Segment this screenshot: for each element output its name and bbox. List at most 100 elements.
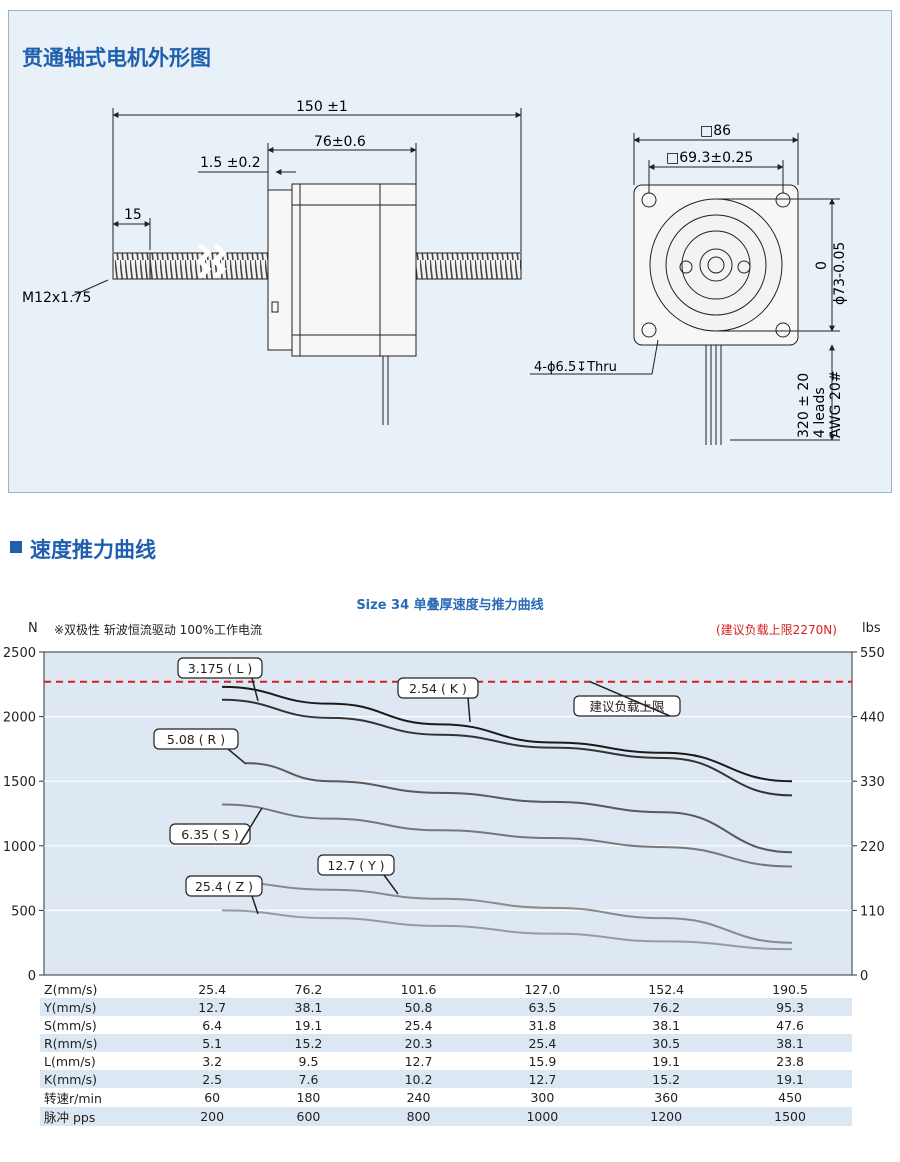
right-axis-unit: lbs xyxy=(862,621,881,636)
left-tick-label: 2500 xyxy=(3,646,36,661)
dim-bolt-square: □69.3±0.25 xyxy=(666,150,753,166)
table-cell: 12.7 xyxy=(404,1053,433,1069)
table-cell: 800 xyxy=(356,1107,481,1126)
row-label: S(mm/s) xyxy=(44,1017,97,1033)
callout-R-leader xyxy=(227,748,247,765)
row-label: 脉冲 pps xyxy=(40,1107,164,1126)
table-cell: 9.5 xyxy=(298,1053,319,1069)
left-tick-label: 1500 xyxy=(3,775,36,790)
table-cell: 6.4 xyxy=(202,1017,223,1033)
series-line xyxy=(221,685,793,783)
table-cell: 1000 xyxy=(480,1107,605,1126)
callout-S-text: 6.35 ( S ) xyxy=(181,827,238,842)
drawing-title: 贯通轴式电机外形图 xyxy=(22,46,211,70)
table-cell: 10.2 xyxy=(356,1070,481,1088)
dim-lead-length: 320 ± 20 xyxy=(796,373,812,438)
drive-note: ※双极性 斩波恒流驱动 100%工作电流 xyxy=(54,623,262,637)
dim-square: □86 xyxy=(700,123,731,139)
table-cell: 200 xyxy=(164,1107,261,1126)
callout-L-leader xyxy=(251,677,259,702)
right-tick-label: 550 xyxy=(860,646,885,661)
table-cell: 25.4 xyxy=(404,1017,433,1033)
table-row: Z(mm/s) 25.4 76.2 101.6 127.0 152.4 190.5 xyxy=(40,980,852,998)
table-cell: 5.1 xyxy=(164,1034,261,1052)
callout-K-box xyxy=(397,677,479,699)
row-label: Z(mm/s) xyxy=(44,981,98,997)
dim-pilot-zero: 0 xyxy=(814,261,830,270)
table-cell: 25.4 xyxy=(198,981,227,997)
left-tick-label: 500 xyxy=(11,904,36,919)
left-tick-label: 0 xyxy=(28,969,36,980)
table-cell: 152.4 xyxy=(648,981,685,997)
left-tick-label: 2000 xyxy=(3,711,36,726)
row-label: Y(mm/s) xyxy=(40,998,164,1016)
table-cell: 7.6 xyxy=(260,1070,357,1088)
series-line xyxy=(221,803,793,868)
table-cell: 1200 xyxy=(604,1107,729,1126)
table-cell: 19.1 xyxy=(652,1053,681,1069)
dim-awg: AWG 20# xyxy=(828,371,844,439)
right-tick-label: 440 xyxy=(860,711,885,726)
table-cell: 38.1 xyxy=(260,998,357,1016)
callout-S-leader xyxy=(239,807,263,845)
dim-thread-length: 15 xyxy=(124,207,142,223)
table-cell: 360 xyxy=(654,1090,679,1105)
callout-Y-text: 12.7 ( Y ) xyxy=(327,858,384,873)
table-cell: 15.2 xyxy=(260,1034,357,1052)
callout-K-text: 2.54 ( K ) xyxy=(409,681,467,696)
callout-Y-box xyxy=(317,854,395,876)
table-cell: 450 xyxy=(778,1090,802,1105)
table-cell: 1500 xyxy=(728,1107,852,1126)
table-cell: 15.2 xyxy=(604,1070,729,1088)
row-label: 转速r/min xyxy=(44,1091,102,1106)
table-cell: 12.7 xyxy=(164,998,261,1016)
plot-area xyxy=(43,651,853,976)
left-axis-unit: N xyxy=(28,621,38,636)
load-limit-note: (建议负载上限2270N) xyxy=(716,623,837,637)
callout-L-text: 3.175 ( L ) xyxy=(188,661,252,676)
table-cell: 3.2 xyxy=(202,1053,223,1069)
right-tick-label: 330 xyxy=(860,775,885,790)
table-cell: 127.0 xyxy=(524,981,561,997)
callout-K-leader xyxy=(467,697,471,723)
table-cell: 300 xyxy=(530,1090,555,1105)
callout-Y-leader xyxy=(383,874,399,895)
curve-section-title: 速度推力曲线 xyxy=(30,538,156,562)
table-cell: 240 xyxy=(406,1090,431,1105)
dim-thread: M12x1.75 xyxy=(22,290,91,306)
row-label: R(mm/s) xyxy=(40,1034,164,1052)
right-tick-label: 110 xyxy=(860,904,885,919)
table-cell: 47.6 xyxy=(776,1017,804,1033)
dim-holes: 4-ϕ6.5↧Thru xyxy=(534,360,617,375)
dim-pilot: ϕ73-0.05 xyxy=(832,242,848,305)
table-cell: 63.5 xyxy=(480,998,605,1016)
table-cell: 12.7 xyxy=(480,1070,605,1088)
table-cell: 2.5 xyxy=(164,1070,261,1088)
right-tick-label: 0 xyxy=(860,969,868,980)
table-cell: 15.9 xyxy=(528,1053,557,1069)
series-line xyxy=(221,909,793,951)
section-bullet xyxy=(10,541,22,553)
table-cell: 31.8 xyxy=(528,1017,557,1033)
dim-flange: 1.5 ±0.2 xyxy=(200,155,261,171)
table-cell: 101.6 xyxy=(400,981,437,997)
series-line xyxy=(245,762,793,854)
row-label: K(mm/s) xyxy=(40,1070,164,1088)
series-line xyxy=(221,880,793,944)
left-tick-label: 1000 xyxy=(3,840,36,855)
callout-limit-leader xyxy=(589,681,671,717)
table-cell: 190.5 xyxy=(772,981,808,997)
table-cell: 19.1 xyxy=(294,1017,323,1033)
table-cell: 20.3 xyxy=(356,1034,481,1052)
callout-R-box xyxy=(153,728,239,750)
chart-title: Size 34 单叠厚速度与推力曲线 xyxy=(356,598,544,613)
table-cell: 76.2 xyxy=(604,998,729,1016)
table-cell: 76.2 xyxy=(294,981,323,997)
table-cell: 50.8 xyxy=(356,998,481,1016)
